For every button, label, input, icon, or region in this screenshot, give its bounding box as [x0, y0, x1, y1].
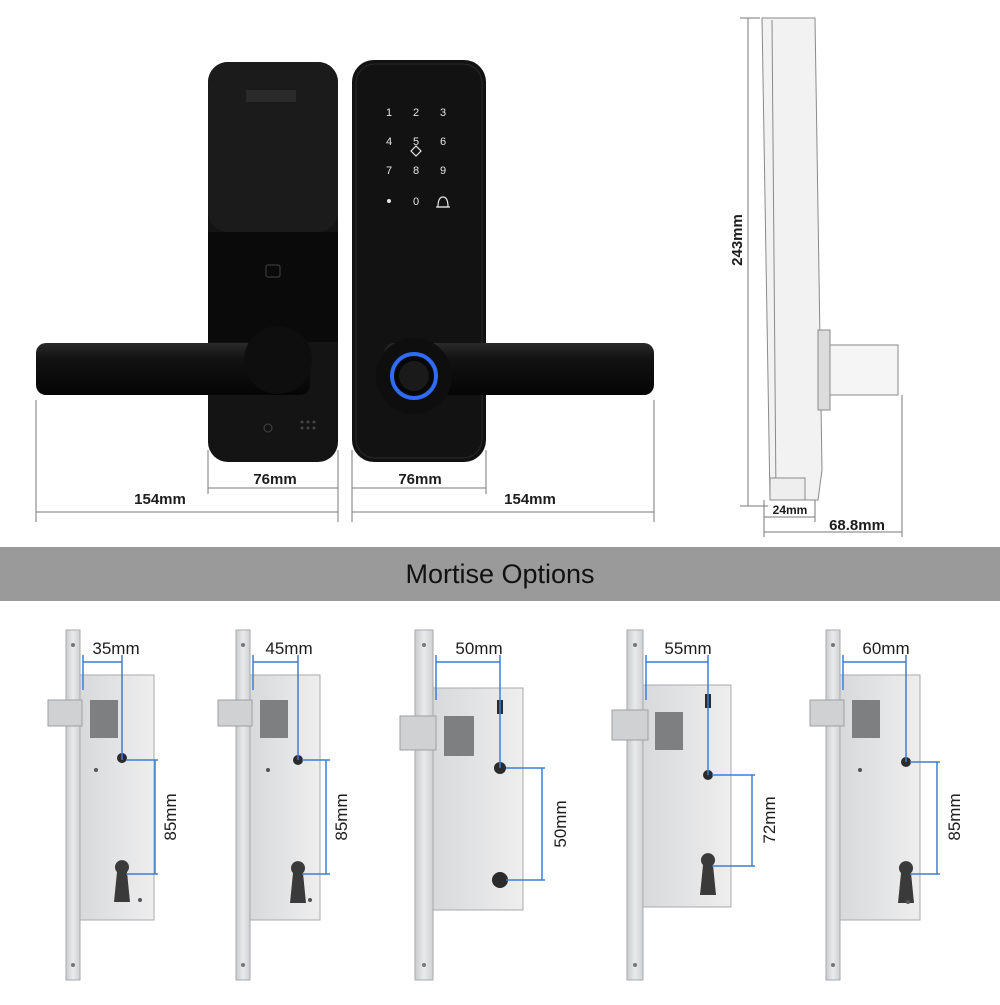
- keypad-key-8[interactable]: 8: [413, 165, 419, 177]
- mortise-1-backset-label: 35mm: [92, 639, 139, 658]
- left-lever-handle: [36, 343, 310, 395]
- mortise-2-center-label: 85mm: [332, 793, 351, 840]
- keypad-key-2[interactable]: 2: [413, 107, 419, 119]
- depth-label: 68.8mm: [829, 517, 885, 534]
- mortise-option-35mm: [47, 629, 155, 981]
- side-dimension-lines: [740, 17, 903, 537]
- usb-port-icon: [265, 264, 281, 278]
- card-reader-icon: [410, 145, 422, 157]
- keyhole-icon: [263, 423, 273, 433]
- doorbell-icon[interactable]: [436, 196, 450, 208]
- left-body-width-label: 76mm: [253, 471, 296, 488]
- keypad-key-3[interactable]: 3: [440, 107, 446, 119]
- lock-front-view: 1 2 3 4 5 6 7 8 9 0: [352, 60, 654, 462]
- battery-cover-latch: [246, 90, 296, 102]
- mortise-3-backset-label: 50mm: [455, 639, 502, 658]
- mortise-2-backset-label: 45mm: [265, 639, 312, 658]
- mortise-dimension-lines: [82, 655, 940, 881]
- thickness-label: 24mm: [773, 503, 808, 517]
- front-dimension-lines: [35, 400, 655, 522]
- keypad-key-7[interactable]: 7: [386, 165, 392, 177]
- keypad-key-9[interactable]: 9: [440, 165, 446, 177]
- section-banner: [0, 547, 1000, 601]
- mortise-4-backset-label: 55mm: [664, 639, 711, 658]
- right-body-width-label: 76mm: [398, 471, 441, 488]
- keypad-key-6[interactable]: 6: [440, 136, 446, 148]
- keypad-key-0[interactable]: 0: [413, 196, 419, 208]
- keypad-key-4[interactable]: 4: [386, 136, 392, 148]
- banner-title: Mortise Options: [405, 559, 595, 589]
- height-label: 243mm: [729, 214, 746, 266]
- lock-back-view: [36, 62, 338, 462]
- keypad-key-1[interactable]: 1: [386, 107, 392, 119]
- mortise-4-center-label: 72mm: [760, 796, 779, 843]
- lock-side-view: [761, 17, 899, 501]
- speaker-icon: [300, 420, 316, 430]
- right-lever-width-label: 154mm: [504, 491, 556, 508]
- keypad-dot-icon: [387, 199, 391, 203]
- mortise-option-55mm: [611, 629, 732, 981]
- mortise-option-45mm: [217, 629, 321, 981]
- mortise-option-60mm: [809, 629, 921, 981]
- mortise-1-center-label: 85mm: [161, 793, 180, 840]
- mortise-3-center-label: 50mm: [551, 800, 570, 847]
- keypad-key-5[interactable]: 5: [413, 136, 419, 148]
- mortise-5-center-label: 85mm: [945, 793, 964, 840]
- left-lever-width-label: 154mm: [134, 491, 186, 508]
- mortise-option-50mm: [399, 629, 524, 981]
- mortise-5-backset-label: 60mm: [862, 639, 909, 658]
